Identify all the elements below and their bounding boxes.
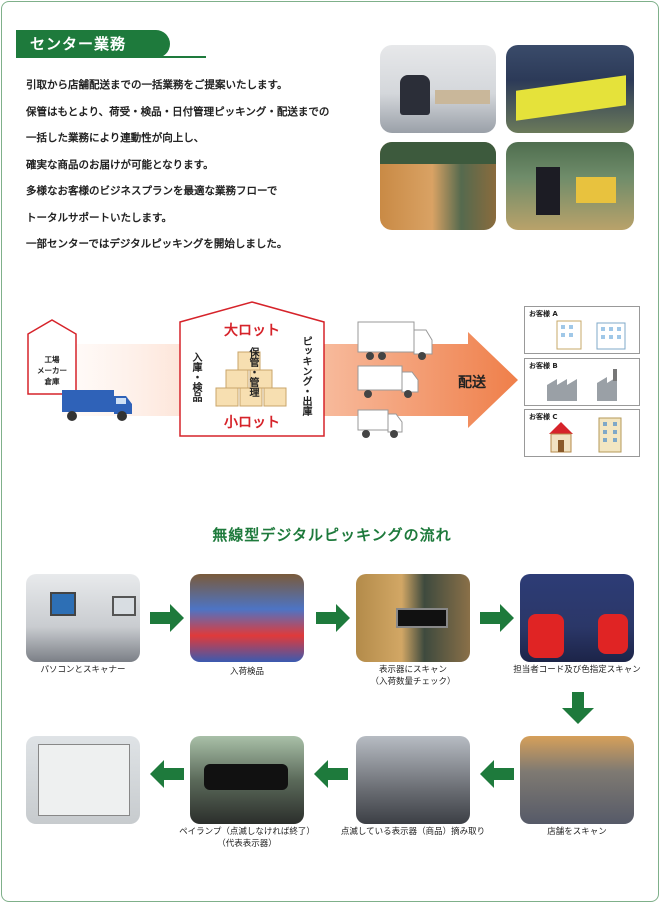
step-4-label: 担当者コード及び色指定スキャン bbox=[492, 664, 658, 676]
step-1-photo bbox=[26, 574, 140, 662]
flow-arrows bbox=[150, 604, 594, 788]
large-truck-icon bbox=[357, 321, 433, 360]
source-label-line: 倉庫 bbox=[44, 377, 60, 386]
intro-text: 引取から店舗配送までの一括業務をご提案いたします。 保管はもとより、荷受・検品・… bbox=[26, 72, 366, 258]
customer-label: お客様 A bbox=[529, 310, 558, 318]
warehouse-boxes-photo bbox=[380, 142, 496, 230]
arrow-left-icon bbox=[480, 760, 514, 788]
source-label: 工場 メーカー 倉庫 bbox=[32, 354, 72, 387]
step-7-label: ペイランプ（点滅しなければ終了） （代表表示器） bbox=[162, 826, 332, 850]
step-3-label: 表示器にスキャン （入荷数量チェック） bbox=[328, 664, 498, 688]
delivery-label: 配送 bbox=[458, 375, 486, 391]
intro-line: 一部センターではデジタルピッキングを開始しました。 bbox=[26, 238, 288, 250]
step-label-text: 入荷検品 bbox=[229, 667, 264, 677]
source-label-line: 工場 bbox=[44, 355, 60, 364]
step-label-text: 担当者コード及び色指定スキャン bbox=[513, 665, 641, 675]
intro-line: 保管はもとより、荷受・検品・日付管理ピッキング・配送までの bbox=[26, 105, 330, 118]
step-label-text: パソコンとスキャナー bbox=[40, 665, 126, 675]
arrow-left-icon bbox=[314, 760, 348, 788]
customer-c-box: お客様 C bbox=[524, 409, 640, 457]
step-sub-text: （入荷数量チェック） bbox=[370, 677, 456, 687]
conveyor-photo bbox=[506, 45, 634, 133]
house-apartment-icon bbox=[549, 417, 622, 453]
hospital-building-icon bbox=[556, 320, 626, 350]
source-truck-icon bbox=[62, 390, 132, 421]
step-7-photo bbox=[190, 736, 304, 824]
inbound-label: 入庫・検品 bbox=[190, 352, 201, 402]
step-2-photo bbox=[190, 574, 304, 662]
boxes-icon bbox=[215, 351, 287, 407]
step-5-photo bbox=[520, 736, 634, 824]
intro-line: トータルサポートいたします。 bbox=[26, 211, 172, 224]
step-3-photo bbox=[356, 574, 470, 662]
step-label-text: 点滅している表示器（商品）摘み取り bbox=[340, 827, 486, 837]
step-5-label: 店舗をスキャン bbox=[492, 826, 658, 838]
forklift-photo bbox=[506, 142, 634, 230]
customer-a-box: お客様 A bbox=[524, 306, 640, 354]
arrow-right-icon bbox=[480, 604, 514, 632]
step-2-label: 入荷検品 bbox=[162, 666, 332, 678]
step-label-text: 表示器にスキャン bbox=[378, 665, 447, 675]
step-label-text: ペイランプ（点滅しなければ終了） bbox=[179, 827, 315, 837]
intro-line: 一括した業務により連動性が向上し、 bbox=[26, 132, 205, 144]
source-label-line: メーカー bbox=[37, 366, 67, 375]
step-6-photo bbox=[356, 736, 470, 824]
step-4-photo bbox=[520, 574, 634, 662]
step-1-label: パソコンとスキャナー bbox=[2, 664, 168, 676]
office-photo bbox=[380, 45, 496, 133]
intro-line: 引取から店舗配送までの一括業務をご提案いたします。 bbox=[26, 79, 288, 91]
small-lot-label: 小ロット bbox=[224, 415, 280, 431]
factory-icon bbox=[547, 369, 617, 401]
step-sub-text: （代表表示器） bbox=[217, 839, 277, 849]
flow-title: 無線型デジタルピッキングの流れ bbox=[212, 526, 452, 544]
arrow-left-icon bbox=[150, 760, 184, 788]
step-label-text: 店舗をスキャン bbox=[547, 827, 607, 837]
step-8-photo bbox=[26, 736, 140, 824]
source-house-icon bbox=[27, 319, 77, 395]
intro-line: 多様なお客様のビジネスプランを最適な業務フローで bbox=[26, 185, 278, 197]
section-title: センター業務 bbox=[16, 30, 170, 58]
storage-label: 保管・管理 bbox=[247, 347, 258, 397]
logistics-diagram bbox=[27, 301, 518, 438]
arrow-right-icon bbox=[316, 604, 350, 632]
picking-label: ピッキング・出庫 bbox=[300, 336, 311, 416]
customer-label: お客様 B bbox=[529, 362, 558, 370]
big-lot-label: 大ロット bbox=[224, 323, 280, 339]
step-6-label: 点滅している表示器（商品）摘み取り bbox=[328, 826, 498, 838]
arrow-down-icon bbox=[562, 692, 594, 724]
medium-truck-icon bbox=[357, 365, 419, 398]
arrow-right-icon bbox=[150, 604, 184, 632]
small-truck-icon bbox=[357, 409, 403, 438]
intro-line: 確実な商品のお届けが可能となります。 bbox=[26, 158, 214, 171]
customer-label: お客様 C bbox=[529, 413, 558, 421]
customer-b-box: お客様 B bbox=[524, 358, 640, 406]
